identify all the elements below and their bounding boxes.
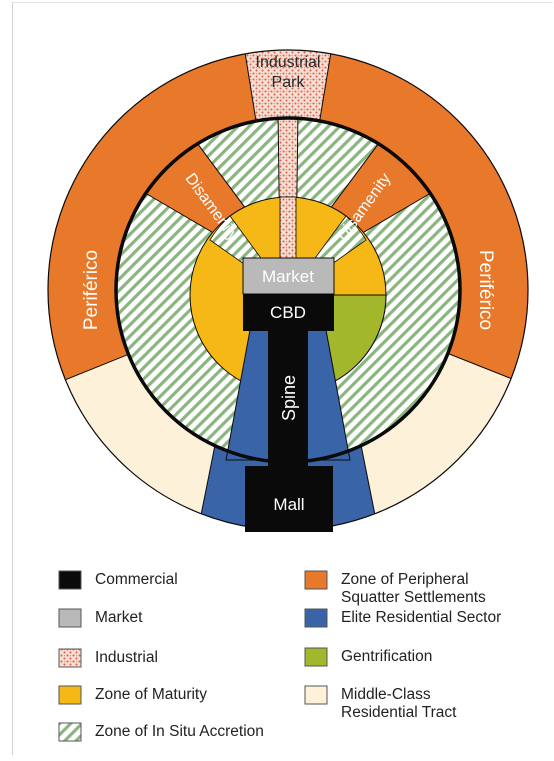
cbd-label: CBD bbox=[270, 303, 306, 322]
industrial-park-label-line1: Industrial bbox=[256, 54, 321, 71]
legend-swatch-in-situ bbox=[58, 722, 82, 742]
mall-label: Mall bbox=[273, 495, 304, 514]
mall-zone bbox=[245, 466, 333, 532]
industrial-corridor-core bbox=[279, 196, 297, 261]
legend-swatch-peripheral bbox=[304, 570, 328, 590]
legend-swatch-commercial bbox=[58, 570, 82, 590]
legend-swatch-elite bbox=[304, 608, 328, 628]
legend-swatch-middle-class bbox=[304, 685, 328, 705]
cbd-zone bbox=[243, 294, 334, 331]
industrial-park-label-line2: Park bbox=[272, 74, 306, 91]
legend-swatch-gentrification bbox=[304, 647, 328, 667]
legend-swatch-market bbox=[58, 608, 82, 628]
spine-zone bbox=[268, 330, 308, 470]
market-label: Market bbox=[262, 267, 314, 286]
legend-swatch-industrial bbox=[58, 648, 82, 668]
market-zone bbox=[242, 257, 335, 295]
periferico-left-label: Periférico bbox=[81, 250, 102, 330]
legend-swatch-maturity bbox=[58, 685, 82, 705]
periferico-right-label: Periférico bbox=[475, 250, 496, 330]
spine-label: Spine bbox=[279, 375, 299, 421]
